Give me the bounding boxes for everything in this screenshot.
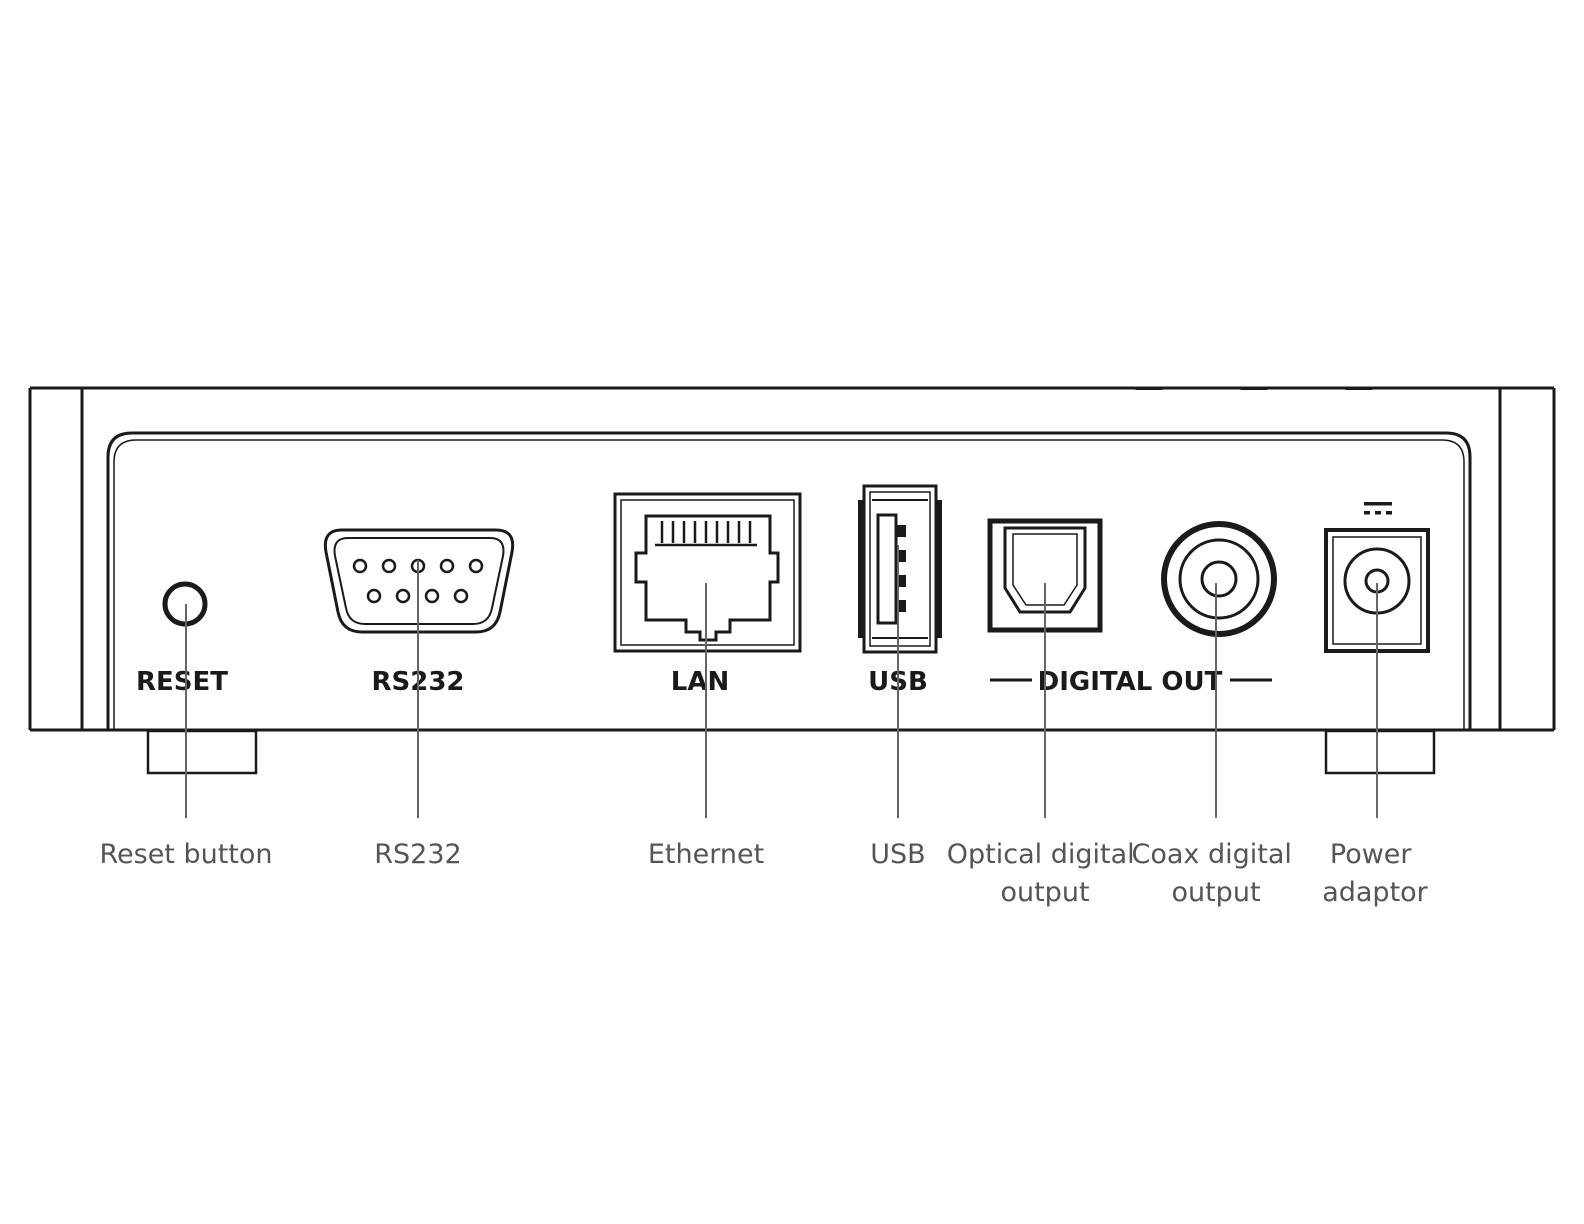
coax-output-port	[1164, 524, 1274, 634]
panel-label-lan: LAN	[671, 667, 729, 697]
dc-symbol-icon	[1364, 502, 1392, 515]
lan-port	[615, 494, 800, 651]
callout-ethernet: Ethernet	[648, 839, 764, 870]
callout-usb: USB	[870, 839, 925, 870]
usb-port	[858, 486, 942, 652]
panel-labels: RESET RS232 LAN USB DIGITAL OUT	[136, 667, 1272, 697]
device-feet	[148, 731, 1434, 773]
panel-label-reset: RESET	[136, 667, 228, 697]
callout-power-adaptor: Power adaptor	[1322, 839, 1428, 908]
callout-rs232: RS232	[374, 839, 461, 870]
panel-label-digital-out: DIGITAL OUT	[1038, 667, 1223, 697]
callout-labels: Reset button RS232 Ethernet USB Optical …	[99, 839, 1428, 908]
callout-reset-button: Reset button	[99, 839, 272, 870]
callout-coax-output: Coax digital output	[1132, 839, 1301, 908]
lan-contacts	[655, 521, 757, 545]
inner-panel	[108, 433, 1470, 730]
callout-optical-output: Optical digital output	[947, 839, 1143, 908]
